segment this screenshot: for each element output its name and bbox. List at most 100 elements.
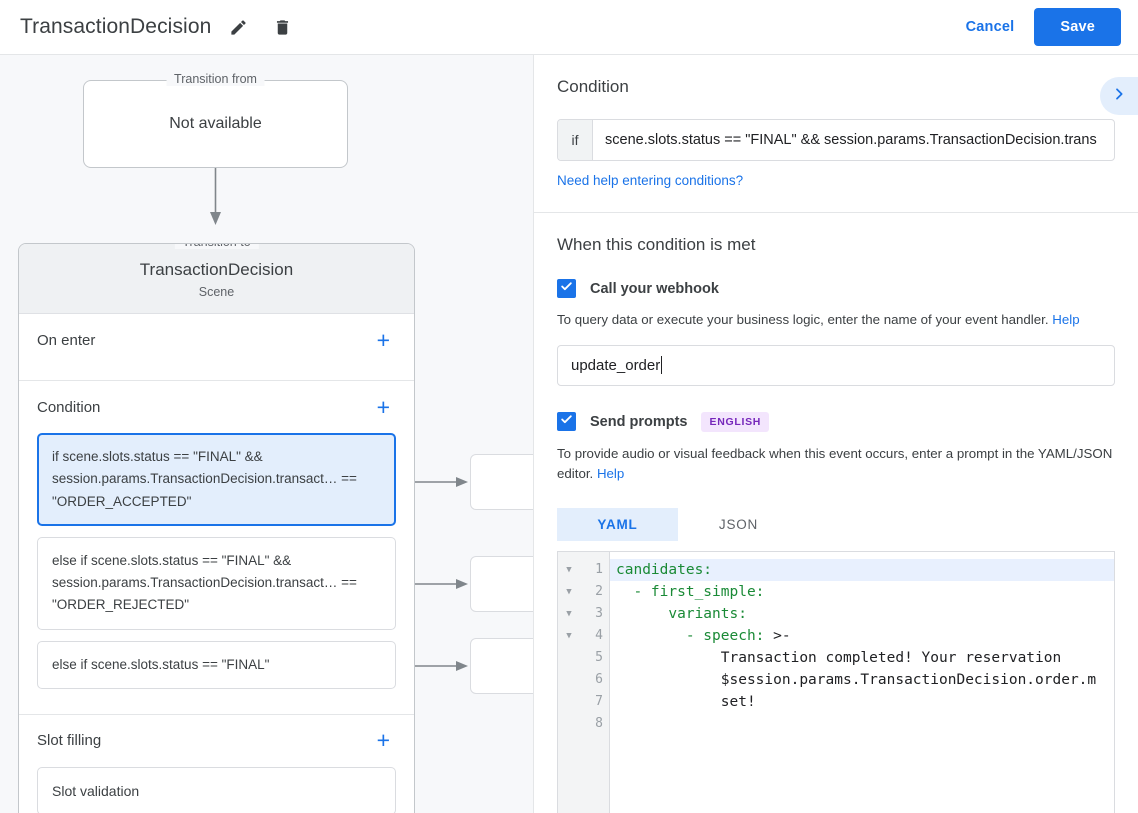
add-condition-button[interactable]: + <box>376 393 390 420</box>
section-condition: Condition + if scene.slots.status == "FI… <box>19 381 414 715</box>
scene-name: TransactionDecision <box>139 260 294 279</box>
transition-from-value: Not available <box>169 115 262 132</box>
save-button[interactable]: Save <box>1034 8 1121 46</box>
code-line[interactable] <box>610 713 1114 735</box>
line-number: 7 <box>595 693 603 709</box>
line-number: 2 <box>595 583 603 599</box>
yaml-value-token: $session.params.TransactionDecision.orde… <box>616 671 1097 688</box>
fold-toggle <box>558 669 580 691</box>
prompts-checkbox[interactable] <box>557 412 576 432</box>
cancel-button[interactable]: Cancel <box>952 10 1029 44</box>
expand-panel-button[interactable] <box>1100 77 1138 115</box>
fold-toggle <box>558 691 580 713</box>
add-slot-filling-button[interactable]: + <box>376 727 390 754</box>
if-label: if <box>558 120 593 160</box>
webhook-handler-input[interactable]: update_order <box>557 344 1115 386</box>
scene-graph-canvas[interactable]: Transition from Not available Transition… <box>0 55 533 813</box>
target-node-1[interactable] <box>470 454 533 510</box>
when-met-heading: When this condition is met <box>557 235 756 254</box>
text-caret <box>661 356 663 375</box>
webhook-help-link[interactable]: Help <box>1052 312 1080 327</box>
add-on-enter-button[interactable]: + <box>376 326 390 353</box>
target-node-2[interactable] <box>470 556 533 612</box>
transition-from-node[interactable]: Transition from Not available <box>83 72 348 168</box>
yaml-editor[interactable]: ▼ ▼ ▼ ▼ 1 2 3 4 5 6 7 8 candidates: - first_simple… <box>557 550 1115 813</box>
need-help-link[interactable]: Need help entering conditions? <box>557 173 744 188</box>
fold-toggle[interactable]: ▼ <box>566 564 572 575</box>
code-line[interactable]: Transaction completed! Your reservation <box>610 647 1114 669</box>
yaml-key-token: candidates: <box>616 561 713 578</box>
fold-toggle <box>558 713 580 735</box>
transition-from-legend: Transition from <box>166 72 265 86</box>
webhook-checkbox[interactable] <box>557 279 576 298</box>
condition-input-row[interactable]: if <box>557 119 1115 161</box>
line-number: 3 <box>595 605 603 621</box>
prompts-help-link[interactable]: Help <box>596 465 625 481</box>
prompts-checkbox-label: Send prompts <box>590 413 688 430</box>
yaml-value-token: set! <box>616 693 756 710</box>
scene-type: Scene <box>198 285 235 299</box>
tab-json[interactable]: JSON <box>678 507 799 541</box>
condition-card-3[interactable]: else if scene.slots.status == "FINAL" <box>37 640 396 689</box>
code-line[interactable]: variants: <box>610 603 1114 625</box>
line-number: 6 <box>595 671 603 687</box>
line-number: 8 <box>595 715 603 731</box>
code-line[interactable]: - speech: >- <box>610 625 1114 647</box>
fold-toggle[interactable]: ▼ <box>566 608 572 619</box>
yaml-key-token: - first_simple: <box>616 583 765 600</box>
editor-format-tabs: YAML JSON <box>557 507 1115 541</box>
condition-card-2[interactable]: else if scene.slots.status == "FINAL" &&… <box>37 536 396 630</box>
scene-header: TransactionDecision Scene <box>19 244 414 314</box>
editor-line-numbers: 1 2 3 4 5 6 7 8 <box>580 551 610 813</box>
top-bar: TransactionDecision Cancel Save <box>0 0 1138 55</box>
line-number: 4 <box>595 627 603 643</box>
transition-to-node[interactable]: Transition to TransactionDecision Scene … <box>18 243 415 813</box>
chevron-right-icon <box>1111 86 1127 107</box>
line-number: 5 <box>595 649 603 665</box>
fold-toggle[interactable]: ▼ <box>566 586 572 597</box>
line-number: 1 <box>595 561 603 577</box>
prompts-checkbox-row[interactable]: Send prompts ENGLISH <box>557 411 1115 432</box>
condition-heading: Condition <box>557 77 629 96</box>
webhook-description: To query data or execute your business l… <box>557 310 1115 330</box>
condition-expression-input[interactable] <box>593 120 1114 160</box>
edit-name-button[interactable] <box>221 10 255 44</box>
code-line[interactable]: set! <box>610 691 1114 713</box>
code-line[interactable]: $session.params.TransactionDecision.orde… <box>610 669 1114 691</box>
tab-yaml[interactable]: YAML <box>557 507 678 541</box>
yaml-value-token: Transaction completed! Your reservation <box>616 649 1062 666</box>
condition-section: Condition if Need help entering conditio… <box>534 55 1138 213</box>
target-node-3[interactable] <box>470 638 533 694</box>
condition-card-1[interactable]: if scene.slots.status == "FINAL" && sess… <box>37 433 396 526</box>
editor-code-area[interactable]: candidates: - first_simple: variants: - … <box>610 552 1114 813</box>
webhook-handler-value: update_order <box>571 356 661 374</box>
section-title-condition: Condition <box>37 398 101 416</box>
check-icon <box>560 280 573 298</box>
slot-validation-item[interactable]: Slot validation <box>37 766 396 813</box>
when-condition-met-section: When this condition is met Call your web… <box>534 213 1138 813</box>
prompts-description-text: To provide audio or visual feedback when… <box>557 445 1113 481</box>
yaml-key-token: - speech: <box>616 627 765 644</box>
transition-to-legend: Transition to <box>174 244 259 249</box>
prompts-description: To provide audio or visual feedback when… <box>557 444 1115 484</box>
delete-button[interactable] <box>265 10 299 44</box>
webhook-description-text: To query data or execute your business l… <box>557 312 1049 327</box>
trash-icon <box>273 18 292 37</box>
details-panel: Condition if Need help entering conditio… <box>533 55 1138 813</box>
code-line[interactable]: candidates: <box>610 558 1114 581</box>
editor-fold-column[interactable]: ▼ ▼ ▼ ▼ <box>558 551 580 813</box>
pencil-icon <box>229 18 248 37</box>
code-line[interactable]: - first_simple: <box>610 581 1114 603</box>
section-slot-filling: Slot filling + Slot validation <box>19 715 414 813</box>
fold-toggle <box>558 647 580 669</box>
fold-toggle[interactable]: ▼ <box>566 630 572 641</box>
yaml-key-token: variants: <box>616 605 747 622</box>
page-title: TransactionDecision <box>20 15 212 38</box>
top-bar-actions: Cancel Save <box>952 8 1138 46</box>
webhook-checkbox-row[interactable]: Call your webhook <box>557 279 1115 298</box>
section-title-on-enter: On enter <box>37 331 96 349</box>
section-title-slot-filling: Slot filling <box>37 732 102 750</box>
language-badge: ENGLISH <box>701 411 770 432</box>
yaml-value-token: >- <box>764 627 791 644</box>
webhook-checkbox-label: Call your webhook <box>590 280 719 297</box>
